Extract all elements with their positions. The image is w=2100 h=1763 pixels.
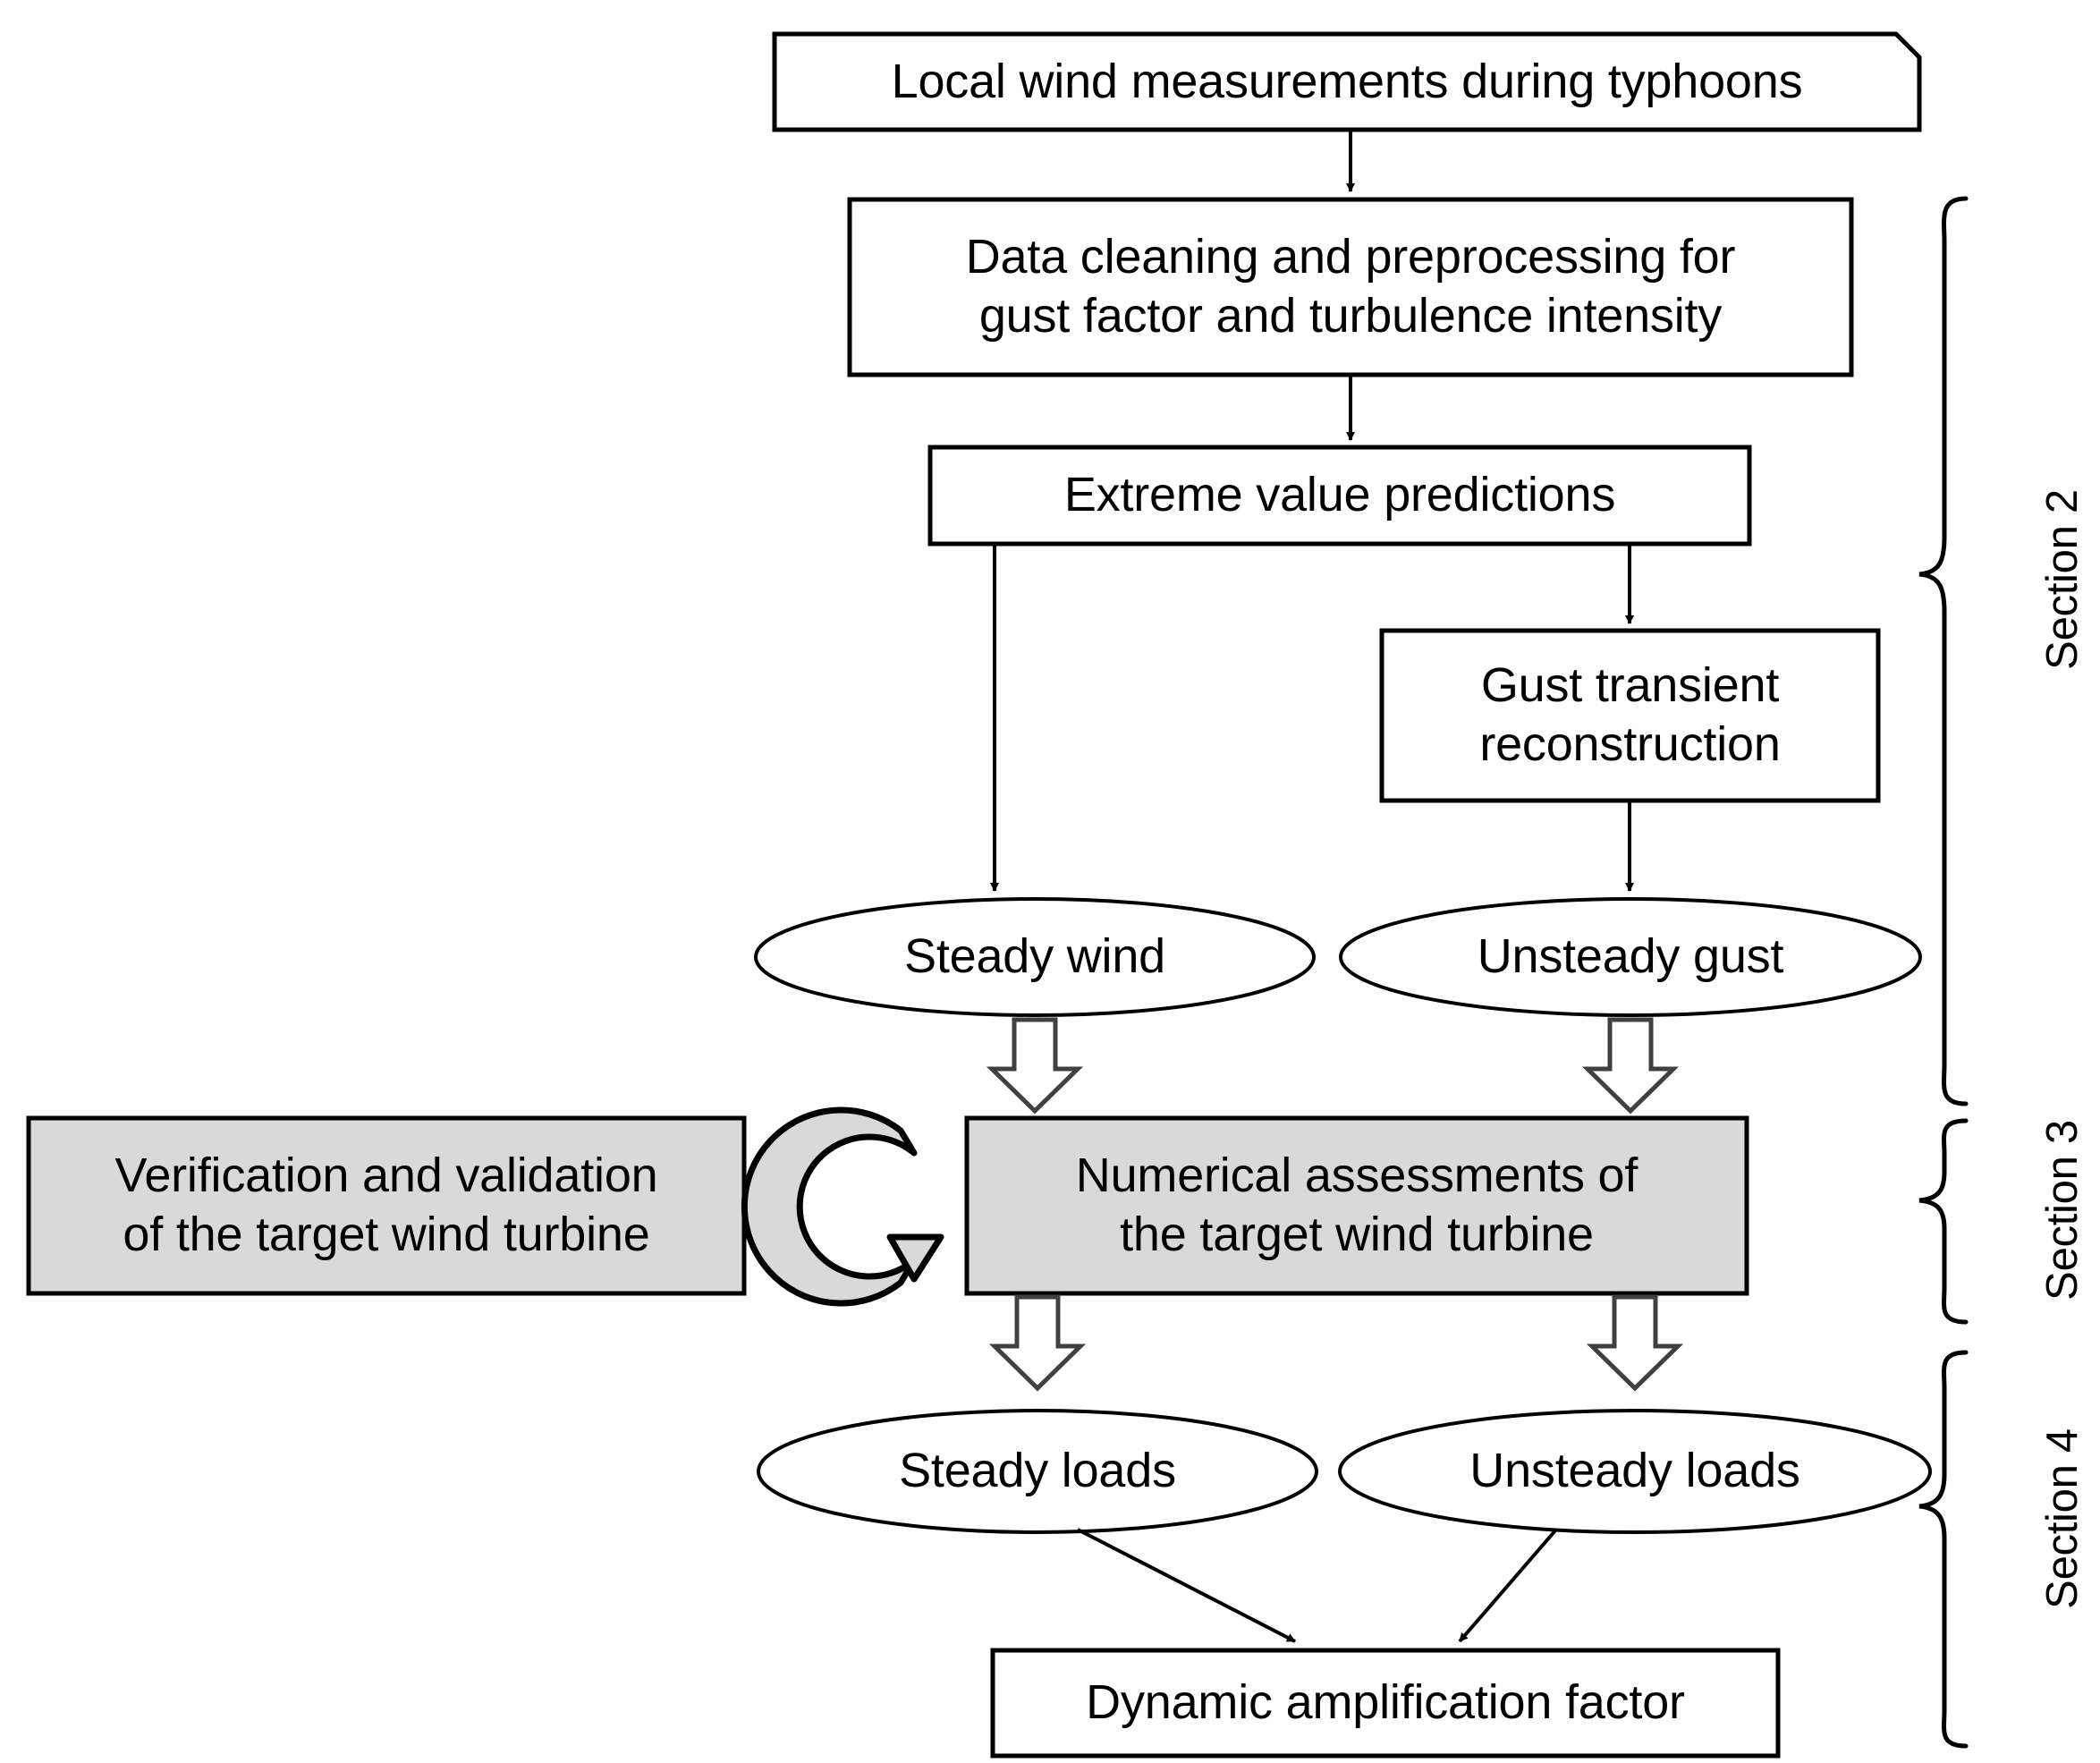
block-arrow-numerical-to-steadyloads xyxy=(988,1294,1087,1392)
node-unsteady-gust-shape xyxy=(1339,897,1922,1017)
node-local-wind-shape xyxy=(772,31,1922,132)
brace-section-3 xyxy=(1918,1118,1969,1325)
node-gust-transient-shape xyxy=(1379,628,1881,803)
circular-arrow-icon xyxy=(741,1106,944,1307)
node-extreme-value-shape xyxy=(927,445,1752,547)
brace-section-4 xyxy=(1918,1350,1969,1749)
connector-steadyloads-to-daf xyxy=(1077,1528,1296,1643)
node-unsteady-loads-shape xyxy=(1338,1409,1932,1534)
node-dynamic-amp-shape xyxy=(990,1648,1781,1759)
node-numerical-shape xyxy=(964,1115,1749,1296)
node-data-cleaning-shape xyxy=(847,197,1854,377)
section-label-2: Section 2 xyxy=(2038,489,2087,670)
block-arrow-steadywind-to-numerical xyxy=(986,1017,1084,1115)
section-label-4: Section 4 xyxy=(2038,1428,2087,1609)
brace-section-2 xyxy=(1918,196,1969,1106)
block-arrow-numerical-to-unsteadyloads xyxy=(1586,1294,1684,1392)
node-steady-loads-shape xyxy=(757,1409,1318,1534)
connector-unsteadyloads-to-daf xyxy=(1458,1528,1558,1643)
block-arrow-unsteadygust-to-numerical xyxy=(1581,1017,1680,1115)
section-label-3: Section 3 xyxy=(2038,1120,2087,1301)
node-steady-wind-shape xyxy=(754,897,1316,1017)
node-verification-shape xyxy=(26,1115,747,1296)
